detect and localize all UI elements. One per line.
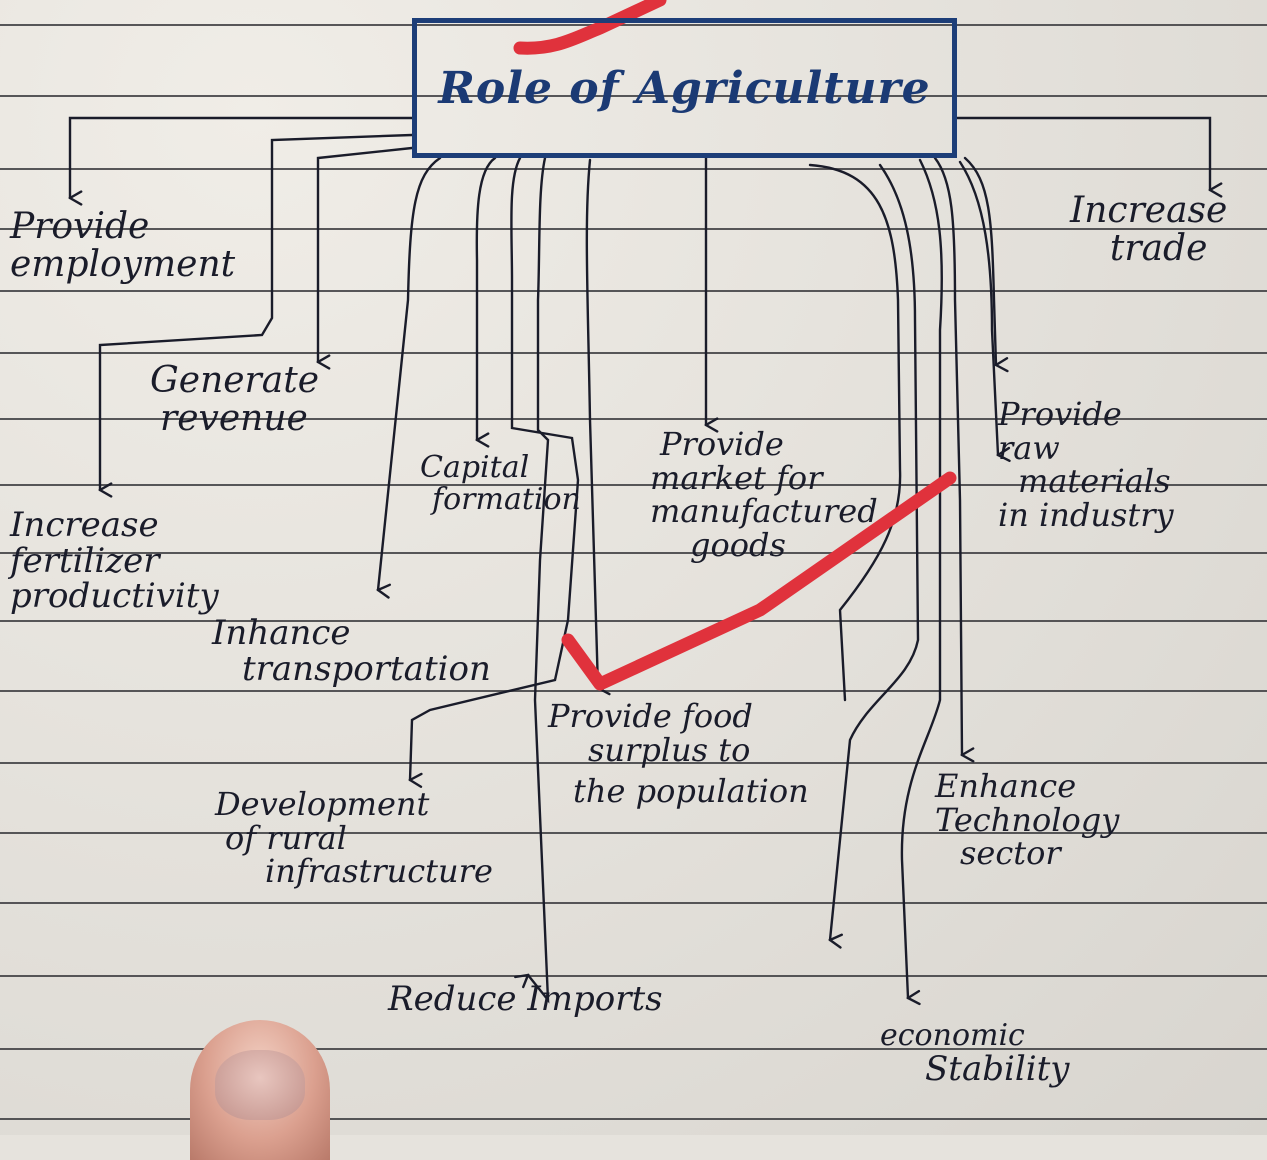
node-line: market for: [650, 458, 823, 497]
arrow-raw-materials-2: [958, 160, 998, 455]
node-line: Technology: [935, 800, 1120, 839]
arrow-generate-revenue: [318, 146, 414, 362]
node-line: infrastructure: [265, 852, 493, 891]
node-line: productivity: [10, 576, 219, 617]
arrow-raw-materials-1: [963, 156, 996, 365]
node-line: Provide: [998, 395, 1122, 433]
node-line: revenue: [160, 397, 308, 439]
arrow-capital-formation: [477, 156, 497, 440]
arrow-economic-stability: [900, 158, 943, 998]
ruled-line: [0, 690, 1267, 692]
node-capital-formation: Capital formation: [420, 452, 581, 515]
node-line: formation: [432, 481, 581, 517]
node-increase-trade: Increase trade: [1070, 192, 1227, 268]
arrow-reduce-imports: [528, 156, 550, 1004]
node-line: surplus to: [588, 730, 751, 769]
node-enhance-transportation: Inhance transportation: [212, 613, 491, 689]
node-line: trade: [1109, 227, 1208, 269]
ruled-line: [0, 168, 1267, 170]
node-line: Capital: [420, 450, 530, 485]
node-line: Increase: [1070, 190, 1228, 231]
red-check-mark: [561, 471, 957, 691]
ruled-line: [0, 1118, 1267, 1120]
node-line: transportation: [242, 648, 491, 689]
node-line: Increase: [10, 505, 159, 545]
node-increase-fertilizer: Increase fertilizer productivity: [10, 505, 219, 617]
node-provide-food-surplus: Provide food surplus to the population: [548, 697, 809, 811]
ruled-line: [0, 1048, 1267, 1050]
node-generate-revenue: Generate revenue: [150, 362, 319, 438]
node-provide-employment: Provide employment: [10, 208, 235, 284]
node-line: sector: [960, 834, 1061, 873]
node-line: Provide food: [548, 697, 753, 735]
finger-nail: [215, 1050, 305, 1120]
node-line: Generate: [150, 360, 319, 401]
node-provide-market: Provide market for manufactured goods: [650, 425, 878, 564]
node-line: Enhance: [935, 767, 1077, 805]
arrow-enhance-technology: [933, 156, 962, 755]
node-line: fertilizer: [10, 540, 160, 581]
node-line: of rural: [225, 818, 347, 857]
node-line: Stability: [925, 1048, 1070, 1089]
ruled-line: [0, 484, 1267, 486]
node-line: Inhance: [212, 613, 351, 653]
ruled-line: [0, 552, 1267, 554]
node-enhance-technology: Enhance Technology sector: [935, 767, 1120, 873]
node-provide-raw-materials: Provide raw materials in industry: [998, 395, 1174, 534]
ruled-line: [0, 95, 1267, 97]
arrow-lower-center: [830, 163, 920, 940]
ruled-line: [0, 832, 1267, 834]
title-box: Role of Agriculture: [412, 18, 957, 158]
node-line: manufactured: [650, 492, 878, 531]
node-economic-stability: economic Stability: [880, 1020, 1069, 1087]
node-line: raw: [998, 428, 1060, 467]
ruled-line: [0, 418, 1267, 420]
node-development-rural-infrastructure: Development of rural infrastructure: [215, 785, 493, 891]
arrow-increase-fertilizer: [100, 133, 414, 490]
node-line: the population: [573, 772, 809, 811]
arrow-enhance-transportation: [378, 156, 442, 590]
arrow-food-side: [808, 163, 902, 702]
node-line: Provide: [10, 206, 150, 247]
arrow-provide-food: [585, 158, 598, 688]
connector-arrows: [0, 0, 1267, 1135]
node-line: Development: [215, 785, 430, 823]
arrow-increase-trade: [955, 116, 1210, 190]
ruled-line: [0, 24, 1267, 26]
node-line: Reduce Imports: [388, 979, 663, 1019]
ruled-line: [0, 228, 1267, 230]
red-mark-title: [513, 0, 667, 55]
node-line: Provide: [660, 425, 784, 463]
arrow-provide-employment: [70, 116, 414, 198]
node-line: materials: [1018, 462, 1171, 501]
diagram-title: Role of Agriculture: [438, 62, 931, 114]
node-line: economic: [880, 1018, 1025, 1053]
ruled-line: [0, 620, 1267, 622]
ruled-line: [0, 762, 1267, 764]
finger-thumb: [190, 1020, 330, 1160]
ruled-line: [0, 975, 1267, 977]
node-reduce-imports: Reduce Imports: [388, 979, 663, 1019]
ruled-line: [0, 352, 1267, 354]
ruled-line: [0, 290, 1267, 292]
node-line: in industry: [998, 495, 1174, 534]
ruled-line: [0, 902, 1267, 904]
node-line: employment: [10, 243, 236, 285]
node-line: goods: [690, 525, 786, 564]
